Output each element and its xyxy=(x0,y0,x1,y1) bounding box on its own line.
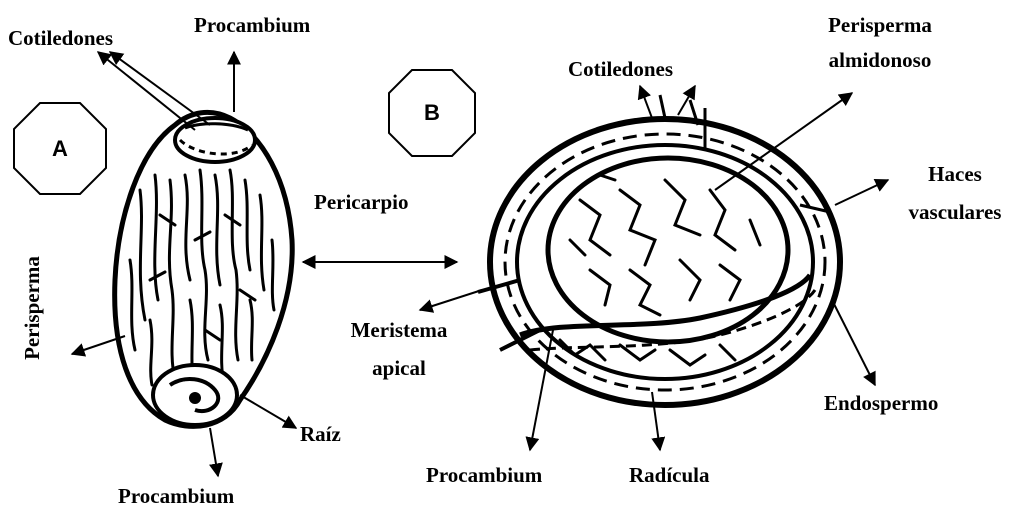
label-pericarpio: Pericarpio xyxy=(314,190,408,214)
label-b-perisperma-line2: almidonoso xyxy=(805,48,955,72)
label-b-haces-line2: vasculares xyxy=(895,200,1015,224)
label-b-meristema-line1: Meristema xyxy=(334,318,464,342)
label-a-procambium-bottom: Procambium xyxy=(118,484,234,508)
label-b-meristema-line2: apical xyxy=(334,356,464,380)
label-a-cotiledones: Cotiledones xyxy=(8,26,113,50)
panel-b-letter: B xyxy=(414,101,450,125)
label-b-haces-line1: Haces xyxy=(895,162,1015,186)
label-a-perisperma: Perisperma xyxy=(20,248,44,368)
label-b-procambium: Procambium xyxy=(426,463,542,487)
label-a-procambium-top: Procambium xyxy=(194,13,310,37)
seed-a xyxy=(115,112,293,426)
label-a-raiz: Raíz xyxy=(300,422,341,446)
label-b-perisperma-line1: Perisperma xyxy=(805,13,955,37)
label-b-radicula: Radícula xyxy=(629,463,710,487)
label-b-endospermo: Endospermo xyxy=(824,391,938,415)
seed-b xyxy=(478,95,840,405)
label-b-cotiledones: Cotiledones xyxy=(568,57,673,81)
panel-a-letter: A xyxy=(42,137,78,161)
